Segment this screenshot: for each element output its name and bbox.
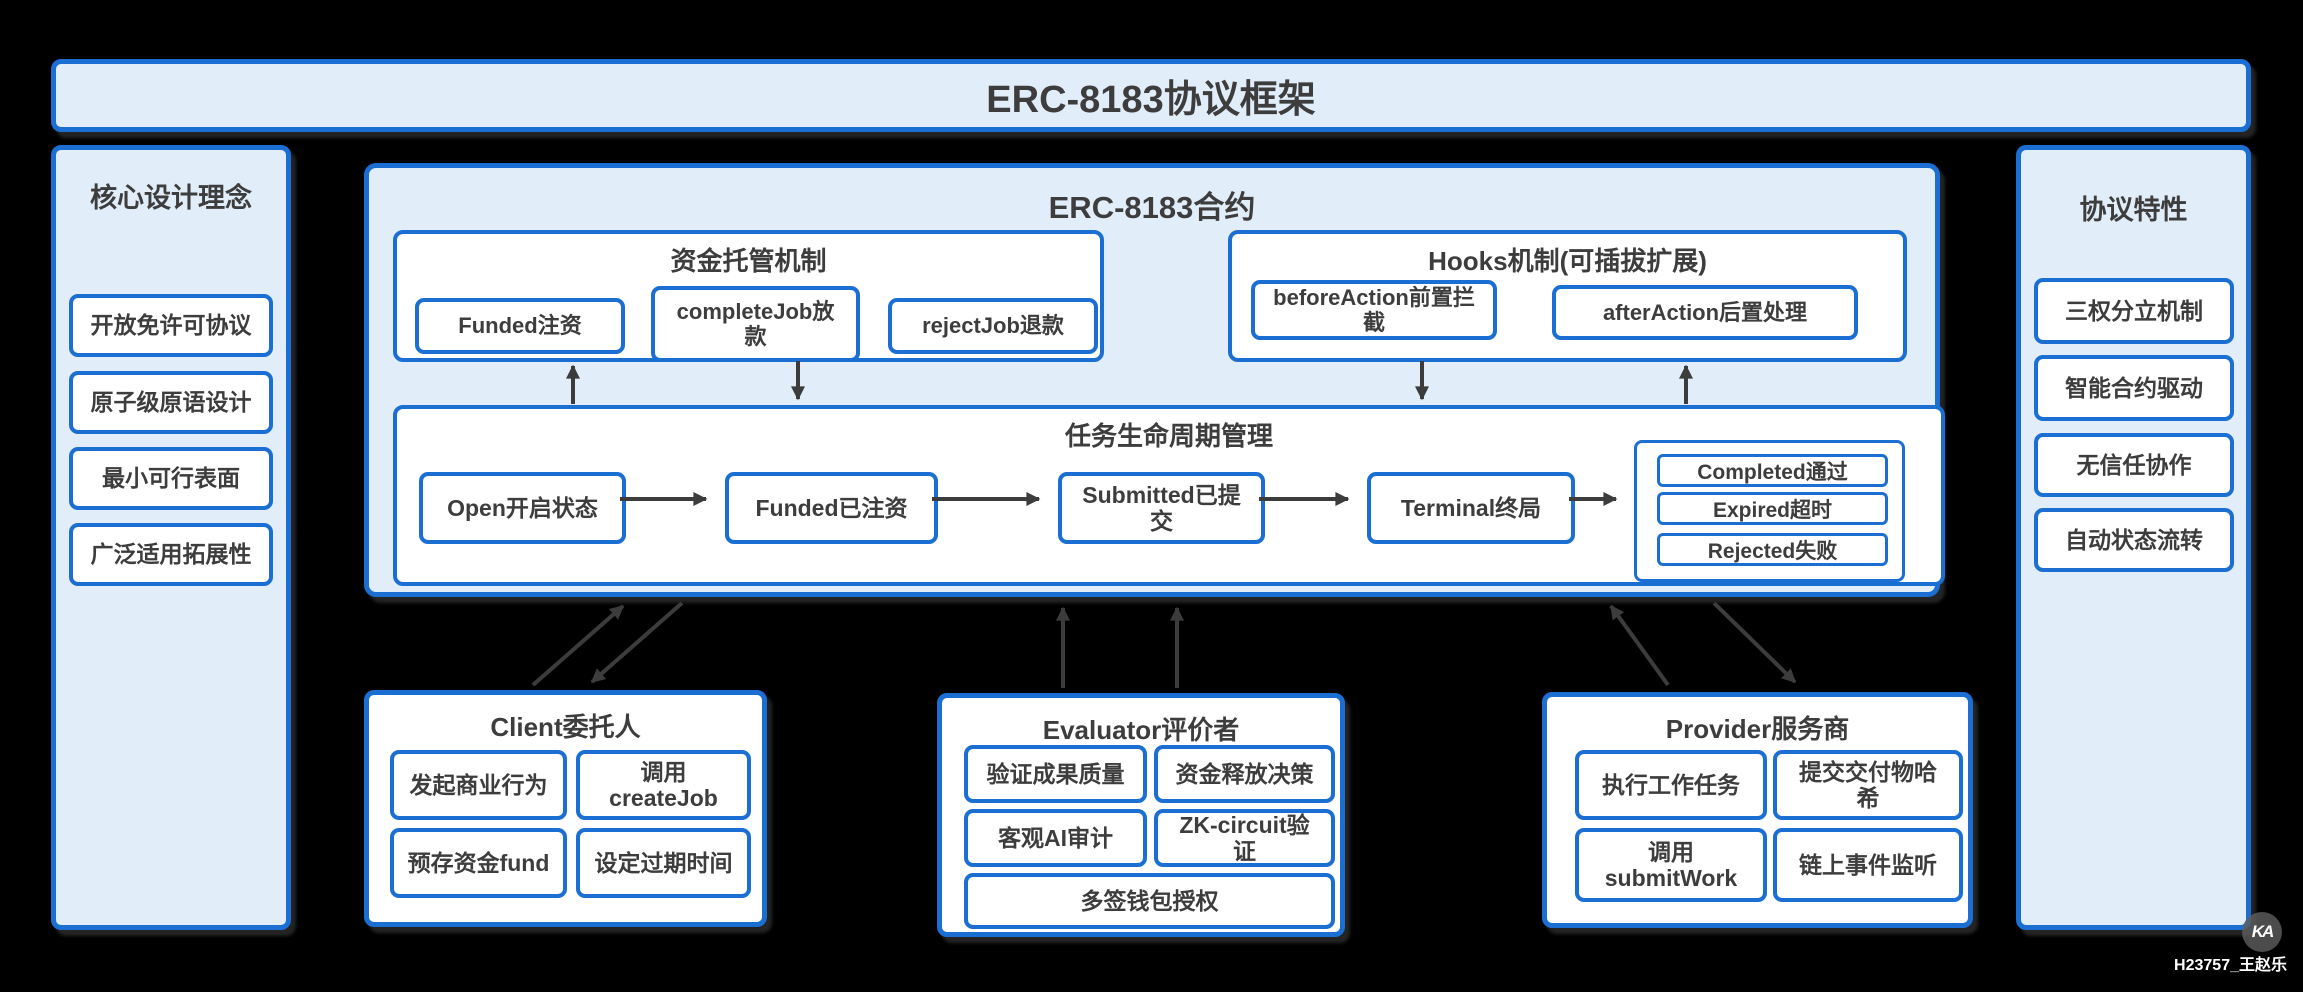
client-item-prefund: 预存资金fund bbox=[390, 828, 567, 898]
outcome-expired: Expired超时 bbox=[1657, 492, 1888, 525]
escrow-item-rejectjob: rejectJob退款 bbox=[888, 298, 1098, 354]
outcome-completed: Completed通过 bbox=[1657, 454, 1888, 487]
state-open: Open开启状态 bbox=[419, 472, 626, 544]
escrow-title: 资金托管机制 bbox=[670, 246, 827, 276]
evaluator-item-ai-audit: 客观AI审计 bbox=[964, 809, 1147, 867]
escrow-box: 资金托管机制 Funded注资 completeJob放款 rejectJob退… bbox=[393, 230, 1104, 362]
client-title: Client委托人 bbox=[490, 712, 641, 742]
main-title-bar: ERC-8183协议框架 bbox=[51, 59, 2251, 132]
client-item-call-createjob: 调用createJob bbox=[576, 750, 751, 820]
contract-container: ERC-8183合约 资金托管机制 Funded注资 completeJob放款… bbox=[364, 163, 1945, 597]
provider-item-call-submitwork: 调用submitWork bbox=[1575, 828, 1767, 902]
contract-title: ERC-8183合约 bbox=[1048, 190, 1256, 225]
state-funded: Funded已注资 bbox=[725, 472, 938, 544]
escrow-item-funded: Funded注资 bbox=[415, 298, 625, 354]
evaluator-title: Evaluator评价者 bbox=[1042, 715, 1240, 745]
protocol-features-title: 协议特性 bbox=[2079, 195, 2188, 225]
provider-actor-box: Provider服务商 执行工作任务 提交交付物哈希 调用submitWork … bbox=[1542, 692, 1973, 928]
watermark-text: H23757_王赵乐 bbox=[2174, 957, 2287, 974]
feature-item-separation-of-powers: 三权分立机制 bbox=[2034, 278, 2234, 344]
state-submitted: Submitted已提交 bbox=[1058, 472, 1265, 544]
feature-item-smart-contract-driven: 智能合约驱动 bbox=[2034, 355, 2234, 421]
hooks-item-afteraction: afterAction后置处理 bbox=[1552, 285, 1858, 340]
evaluator-actor-box: Evaluator评价者 验证成果质量 资金释放决策 客观AI审计 ZK-cir… bbox=[937, 693, 1345, 937]
hooks-box: Hooks机制(可插拔扩展) beforeAction前置拦截 afterAct… bbox=[1228, 230, 1907, 362]
evaluator-item-zk-circuit: ZK-circuit验证 bbox=[1154, 809, 1335, 867]
hooks-item-beforeaction: beforeAction前置拦截 bbox=[1251, 280, 1497, 340]
lifecycle-title: 任务生命周期管理 bbox=[1064, 421, 1273, 451]
provider-item-submit-hash: 提交交付物哈希 bbox=[1773, 750, 1963, 820]
design-item-broad-extensibility: 广泛适用拓展性 bbox=[69, 523, 273, 586]
page-title: ERC-8183协议框架 bbox=[986, 79, 1316, 121]
feature-item-auto-state-transition: 自动状态流转 bbox=[2034, 508, 2234, 572]
evaluator-item-release-decision: 资金释放决策 bbox=[1154, 745, 1335, 803]
client-actor-box: Client委托人 发起商业行为 调用createJob 预存资金fund 设定… bbox=[364, 690, 767, 927]
terminal-outcomes-group: Completed通过 Expired超时 Rejected失败 bbox=[1634, 440, 1905, 582]
design-item-open-permissionless: 开放免许可协议 bbox=[69, 294, 273, 357]
provider-item-event-listening: 链上事件监听 bbox=[1773, 828, 1963, 902]
core-design-title: 核心设计理念 bbox=[90, 183, 252, 213]
client-item-set-expiry: 设定过期时间 bbox=[576, 828, 751, 898]
protocol-features-panel: 协议特性 三权分立机制 智能合约驱动 无信任协作 自动状态流转 bbox=[2016, 145, 2251, 930]
provider-item-execute-work: 执行工作任务 bbox=[1575, 750, 1767, 820]
evaluator-item-verify-quality: 验证成果质量 bbox=[964, 745, 1147, 803]
core-design-panel: 核心设计理念 开放免许可协议 原子级原语设计 最小可行表面 广泛适用拓展性 bbox=[51, 145, 291, 930]
feature-item-trustless-collaboration: 无信任协作 bbox=[2034, 433, 2234, 497]
design-item-minimal-surface: 最小可行表面 bbox=[69, 447, 273, 510]
client-item-initiate-business: 发起商业行为 bbox=[390, 750, 567, 820]
provider-title: Provider服务商 bbox=[1665, 714, 1850, 744]
lifecycle-box: 任务生命周期管理 Open开启状态 Funded已注资 Submitted已提交… bbox=[393, 405, 1945, 586]
outcome-rejected: Rejected失败 bbox=[1657, 533, 1888, 566]
brand-logo-glyph: KA bbox=[2251, 922, 2275, 941]
escrow-item-completejob: completeJob放款 bbox=[651, 286, 860, 362]
design-item-atomic-primitives: 原子级原语设计 bbox=[69, 371, 273, 434]
hooks-title: Hooks机制(可插拔扩展) bbox=[1428, 246, 1707, 276]
state-terminal: Terminal终局 bbox=[1367, 472, 1575, 544]
brand-logo-icon: KA bbox=[2242, 912, 2282, 952]
evaluator-item-multisig: 多签钱包授权 bbox=[964, 873, 1335, 929]
